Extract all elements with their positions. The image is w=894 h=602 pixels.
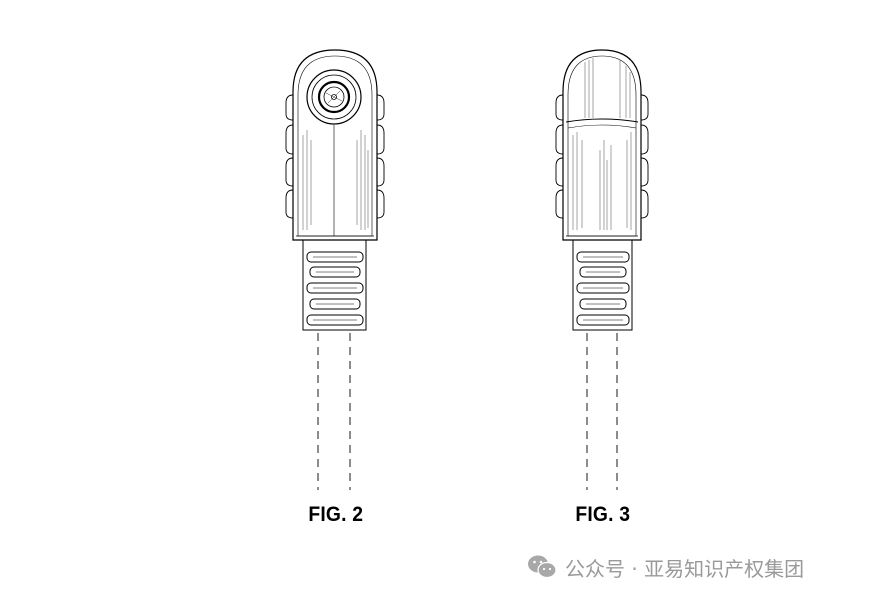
fig2-jack-outer	[306, 69, 362, 125]
fig3-housing	[562, 49, 642, 241]
wechat-icon	[528, 555, 557, 579]
fig3-label: FIG. 3	[575, 503, 631, 526]
fig3-strain-relief	[572, 240, 633, 331]
fig2-label: FIG. 2	[308, 503, 364, 526]
fig2-drawing	[285, 49, 385, 490]
fig2-strain-relief	[302, 240, 367, 331]
fig3-drawing	[555, 49, 649, 490]
watermark-text: 公众号 · 亚易知识产权集团	[565, 556, 805, 581]
watermark: 公众号 · 亚易知识产权集团	[527, 552, 804, 582]
fig2-housing	[292, 49, 378, 241]
